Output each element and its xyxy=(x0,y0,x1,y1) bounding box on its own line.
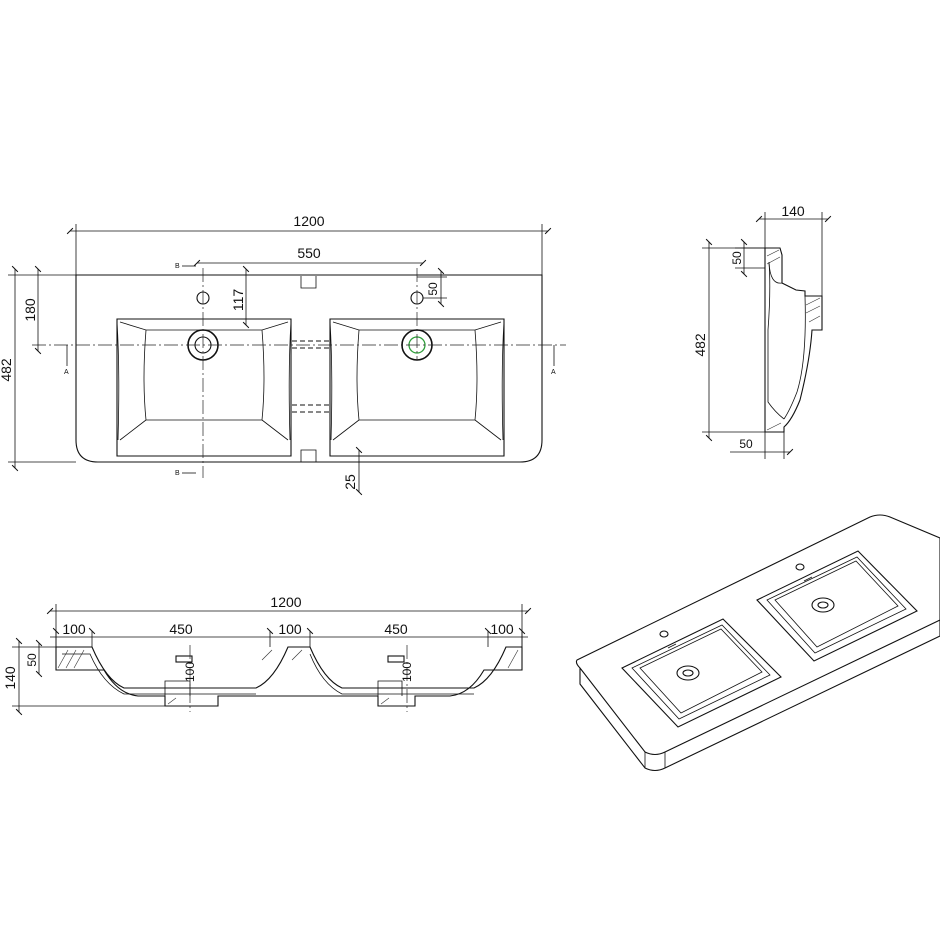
perspective-view xyxy=(575,514,940,772)
section-a-left-label: A xyxy=(64,369,69,376)
dim-front-drain-right-label: 100 xyxy=(400,662,414,682)
dim-back-offset-label: 180 xyxy=(22,298,38,322)
top-outline xyxy=(75,274,543,463)
dim-side-slab-label: 50 xyxy=(730,251,744,265)
dim-side-top-depth-label: 140 xyxy=(781,203,805,219)
front-section: 1200 100 450 100 450 100 140 50 xyxy=(2,594,532,716)
perspective-left-basin xyxy=(621,618,782,728)
section-b-top-label: B xyxy=(175,263,180,270)
dim-seg-4-label: 450 xyxy=(384,621,408,637)
dim-side-depth-label: 482 xyxy=(692,333,708,357)
dim-tap-spacing: 550 xyxy=(193,245,427,267)
dim-front-slab-label: 50 xyxy=(25,653,39,667)
dim-side-front-label: 50 xyxy=(739,437,753,451)
dim-seg-3-label: 100 xyxy=(278,621,302,637)
dim-seg-2-label: 450 xyxy=(169,621,193,637)
dim-front-drain-left-label: 100 xyxy=(183,662,197,682)
dim-back-offset: 180 xyxy=(22,265,42,355)
dim-side-top-depth: 140 xyxy=(755,203,832,296)
dim-top-width: 1200 xyxy=(66,213,552,275)
dim-side-front: 50 xyxy=(730,432,794,459)
dim-seg-1-label: 100 xyxy=(62,621,86,637)
side-section: 140 50 482 50 xyxy=(692,203,832,459)
dim-tap-to-basin: 117 xyxy=(230,265,250,329)
perspective-right-basin xyxy=(756,550,918,662)
dim-seg-5-label: 100 xyxy=(490,621,514,637)
section-b-bottom-label: B xyxy=(175,470,180,477)
dim-front-gap-label: 25 xyxy=(342,474,358,490)
dim-total-width-label: 1200 xyxy=(293,213,324,229)
dim-front-width: 1200 xyxy=(46,594,532,647)
dim-tap-spacing-label: 550 xyxy=(297,245,321,261)
dim-front-height: 140 xyxy=(2,637,165,716)
dim-front-gap: 25 xyxy=(342,446,363,496)
dim-front-height-label: 140 xyxy=(2,666,18,690)
dim-overflow: 50 xyxy=(417,267,447,308)
dim-depth-label: 482 xyxy=(0,358,14,382)
dim-side-slab: 50 xyxy=(730,238,765,278)
dim-tap-to-basin-label: 117 xyxy=(230,289,246,312)
dim-overflow-label: 50 xyxy=(426,282,440,296)
dim-front-width-label: 1200 xyxy=(270,594,301,610)
top-view: 1200 550 B B A A 482 180 117 xyxy=(0,213,566,496)
dim-front-slab: 50 xyxy=(25,639,43,678)
dim-front-segments: 100 450 100 450 100 xyxy=(50,621,528,647)
dim-depth: 482 xyxy=(0,265,76,472)
left-basin xyxy=(116,291,292,457)
section-a-right-label: A xyxy=(551,369,556,376)
dim-side-depth: 482 xyxy=(692,238,765,442)
